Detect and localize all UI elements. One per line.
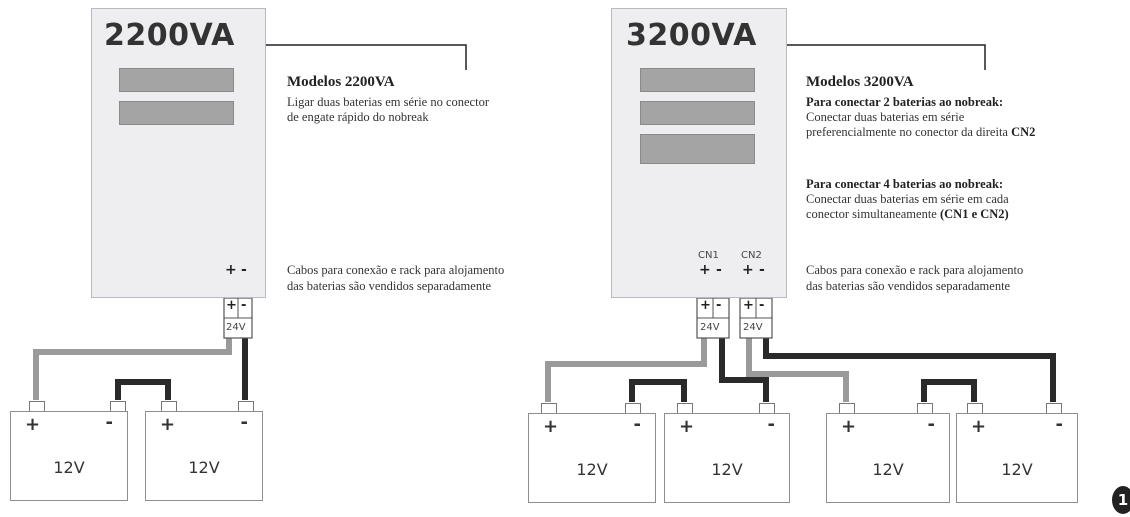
subsection-line: conector simultaneamente (CN1 e CN2) [806,207,1009,221]
terminal-minus-sign: - [759,298,765,313]
battery: + - 12V [956,413,1078,503]
connector-highlight: CN2 [1011,125,1036,139]
page-number: 1 [1112,486,1130,514]
subsection-title: Para conectar 2 baterias ao nobreak: [806,95,1004,109]
battery-positive-sign: + [25,414,41,435]
battery-negative-sign: - [767,414,775,435]
connector-highlight: (CN1 e CN2) [939,207,1009,221]
left-desc-line: de engate rápido do nobreak [287,110,429,124]
battery-positive-sign: + [679,416,695,437]
cn1-negative-wire [719,316,769,402]
battery-voltage: 12V [872,460,904,479]
battery: + - 12V [826,413,950,503]
battery-voltage: 12V [1001,460,1033,479]
ups-vent [640,68,755,92]
battery-negative-sign: - [633,414,641,435]
right-model-title: Modelos 3200VA [806,74,914,90]
right-wires [545,316,1056,402]
terminal-minus-sign: - [716,298,722,313]
subsection-line: Conectar duas baterias em série [806,110,965,124]
battery-voltage: 12V [576,460,608,479]
right-cables-note: Cabos para conexão e rack para alojament… [806,263,1024,277]
cn1-bridge-wire [629,379,687,402]
ups-2200va-label: 2200VA [104,18,235,53]
terminal-minus-sign: - [716,262,722,278]
battery-negative-sign: - [927,414,935,435]
right-cables-note: das baterias são vendidos separadamente [806,279,1011,293]
battery-voltage: 12V [53,458,85,477]
battery: + - 12V [145,411,263,501]
subsection-title: Para conectar 4 baterias ao nobreak: [806,177,1004,191]
battery: + - 12V [664,413,790,503]
subsection-line: Conectar duas baterias em série em cada [806,192,1009,206]
battery-positive-sign: + [543,416,559,437]
battery-positive-sign: + [971,416,987,437]
cn2-bridge-wire [921,379,977,402]
battery-voltage: 12V [711,460,743,479]
terminal-plus-sign: + [225,262,237,278]
terminal-plus-sign: + [699,262,711,278]
cn1-positive-wire [545,316,707,402]
battery-negative-sign: - [105,412,113,433]
battery-positive-sign: + [160,414,176,435]
left-model-title: Modelos 2200VA [287,74,395,90]
connector-name: CN1 [698,250,719,261]
cn2-positive-wire [746,316,849,402]
left-bridge-wire [115,379,171,400]
left-desc-line: Ligar duas baterias em série no conector [287,95,489,109]
terminal-plus-sign: + [700,298,711,313]
connector-name: CN2 [741,250,762,261]
left-cables-note: das baterias são vendidos separadamente [287,279,492,293]
left-cables-note: Cabos para conexão e rack para alojament… [287,263,505,277]
connector-blocks [223,297,773,339]
battery-voltage: 12V [188,458,220,477]
ups-vent [640,134,755,164]
terminal-plus-sign: + [743,298,754,313]
connector-voltage: 24V [743,322,763,333]
ups-2200va-body [91,8,266,298]
left-positive-wire [33,316,232,400]
terminal-minus-sign: - [759,262,765,278]
battery-positive-sign: + [841,416,857,437]
connector-voltage: 24V [700,322,720,333]
terminal-plus-sign: + [742,262,754,278]
ups-3200va-label: 3200VA [626,18,757,53]
ups-vent [640,101,755,125]
ups-vent [119,101,234,125]
subsection-line: preferencialmente no conector da direita… [806,125,1036,139]
ups-vent [119,68,234,92]
battery-negative-sign: - [240,412,248,433]
left-leader-line [240,44,467,70]
right-leader-line [760,44,986,70]
terminal-plus-sign: + [226,298,237,313]
battery-negative-sign: - [1055,414,1063,435]
title-leader-lines [240,44,986,70]
terminal-minus-sign: - [241,262,247,278]
left-wires [33,316,248,400]
battery: + - 12V [528,413,656,503]
battery: + - 12V [10,411,128,501]
connector-voltage: 24V [226,322,246,333]
terminal-minus-sign: - [241,298,247,313]
cn2-negative-wire [763,316,1056,402]
